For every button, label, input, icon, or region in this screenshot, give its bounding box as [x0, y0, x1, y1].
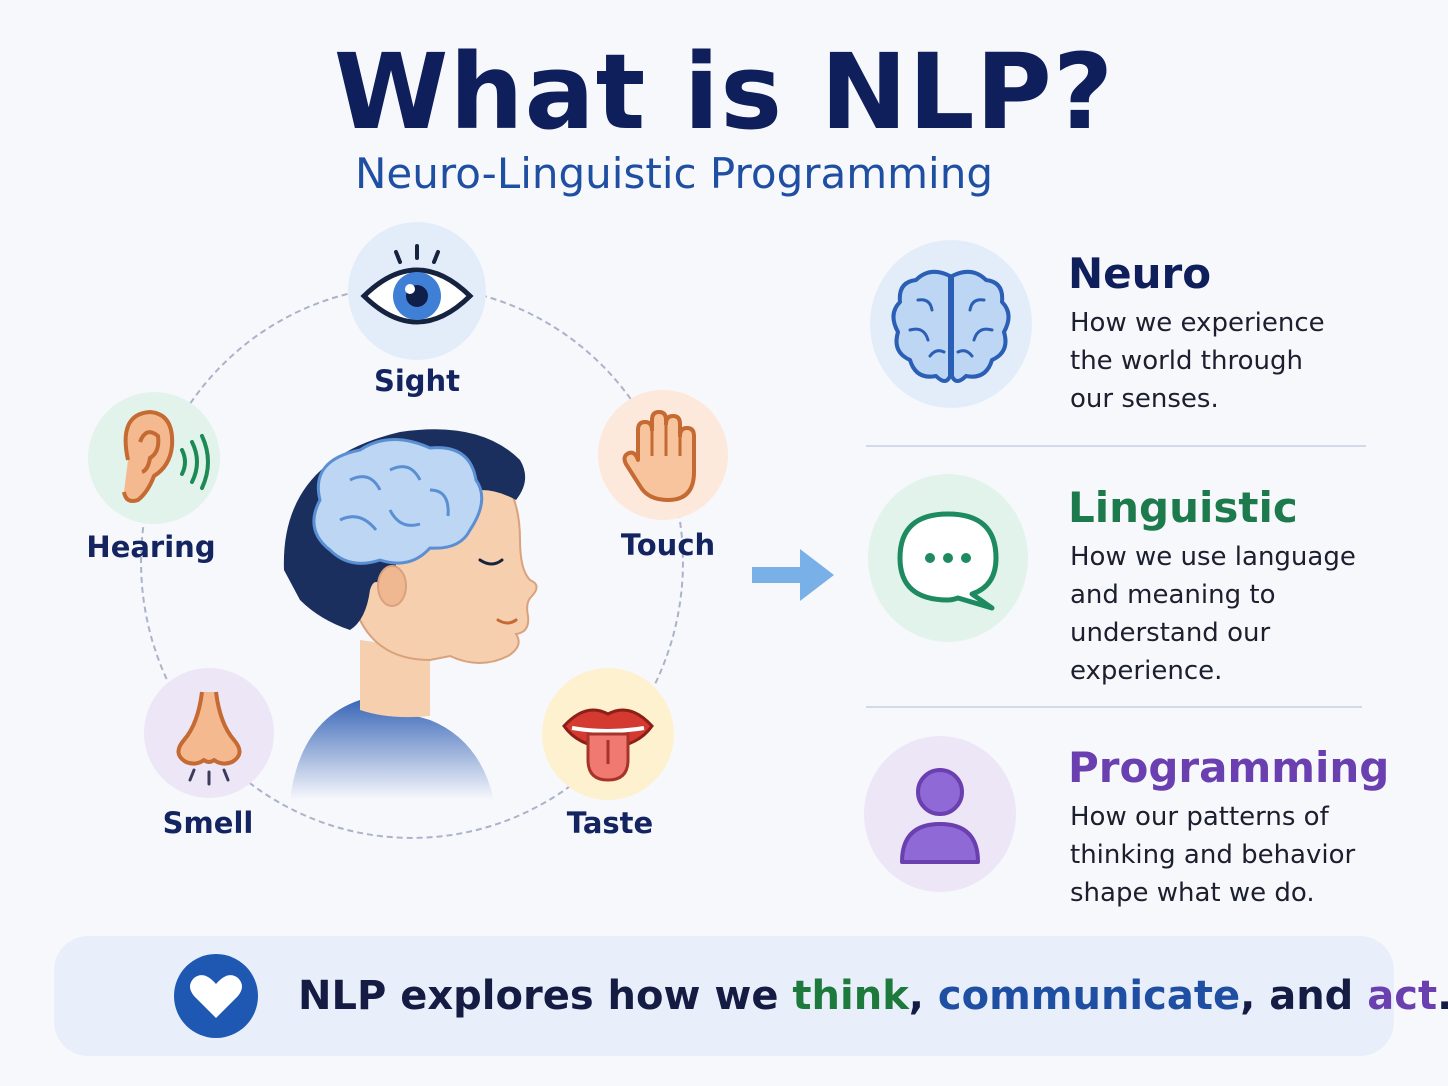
sense-label: Sight [373, 364, 461, 398]
description-line: and meaning to [1070, 580, 1276, 610]
sense-label: Smell [162, 806, 254, 840]
linguistic-icon-circle [868, 474, 1028, 642]
speech-bubble-icon [897, 511, 999, 611]
page-title: What is NLP? [333, 31, 1115, 153]
description-line: our senses. [1070, 384, 1219, 414]
concept-neuro: Neuro How we experience the world throug… [868, 238, 1388, 428]
concept-heading: Linguistic [1068, 483, 1298, 532]
heart-icon-circle [174, 954, 258, 1038]
description-line: understand our [1070, 618, 1271, 648]
description-line: shape what we do. [1070, 878, 1315, 908]
footer-communicate: communicate [937, 973, 1241, 1019]
concept-linguistic: Linguistic How we use language and meani… [868, 474, 1388, 694]
description-line: How we use language [1070, 542, 1356, 572]
divider [866, 706, 1362, 708]
footer-think: think [792, 973, 909, 1019]
tongue-icon [562, 708, 654, 782]
heart-icon [190, 975, 242, 1018]
taste-icon-circle [542, 668, 674, 800]
person-icon [900, 768, 980, 864]
footer-text: , and [1240, 973, 1368, 1019]
concept-description: How we experience the world through our … [1070, 304, 1390, 418]
description-line: How we experience [1070, 308, 1325, 338]
touch-icon-circle [598, 390, 728, 520]
description-line: How our patterns of [1070, 802, 1329, 832]
footer-text: NLP explores how we [298, 973, 793, 1019]
footer-text: , [908, 973, 938, 1019]
sense-sight: Sight [348, 222, 488, 402]
footer-act: act [1367, 973, 1438, 1019]
concept-description: How our patterns of thinking and behavio… [1070, 798, 1390, 912]
hand-icon [622, 410, 696, 502]
footer-banner: NLP explores how we think, communicate, … [54, 936, 1448, 1056]
neuro-icon-circle [870, 240, 1032, 408]
concept-heading: Neuro [1068, 249, 1212, 298]
sense-touch: Touch [598, 390, 738, 570]
sense-label: Taste [566, 806, 654, 840]
smell-icon-circle [144, 668, 274, 798]
arrow-right-icon [752, 549, 834, 601]
sense-smell: Smell [144, 668, 284, 848]
programming-icon-circle [864, 736, 1016, 892]
head-illustration [280, 420, 550, 810]
eye-icon [360, 244, 474, 325]
footer-text: . [1437, 973, 1448, 1019]
nose-icon [176, 691, 242, 786]
concept-description: How we use language and meaning to under… [1070, 538, 1390, 690]
footer-message: NLP explores how we think, communicate, … [298, 970, 1448, 1022]
sight-icon-circle [348, 222, 486, 360]
description-line: thinking and behavior [1070, 840, 1356, 870]
page-subtitle: Neuro-Linguistic Programming [354, 149, 994, 198]
concept-heading: Programming [1068, 743, 1390, 792]
sense-label: Hearing [86, 530, 216, 564]
concept-programming: Programming How our patterns of thinking… [864, 736, 1390, 926]
brain-icon [891, 269, 1011, 383]
description-line: experience. [1070, 656, 1223, 686]
hearing-icon-circle [88, 392, 220, 524]
sense-hearing: Hearing [86, 392, 236, 572]
ear-icon [122, 409, 210, 503]
divider [866, 445, 1366, 447]
sense-taste: Taste [542, 668, 682, 848]
sense-label: Touch [620, 528, 716, 562]
description-line: the world through [1070, 346, 1303, 376]
